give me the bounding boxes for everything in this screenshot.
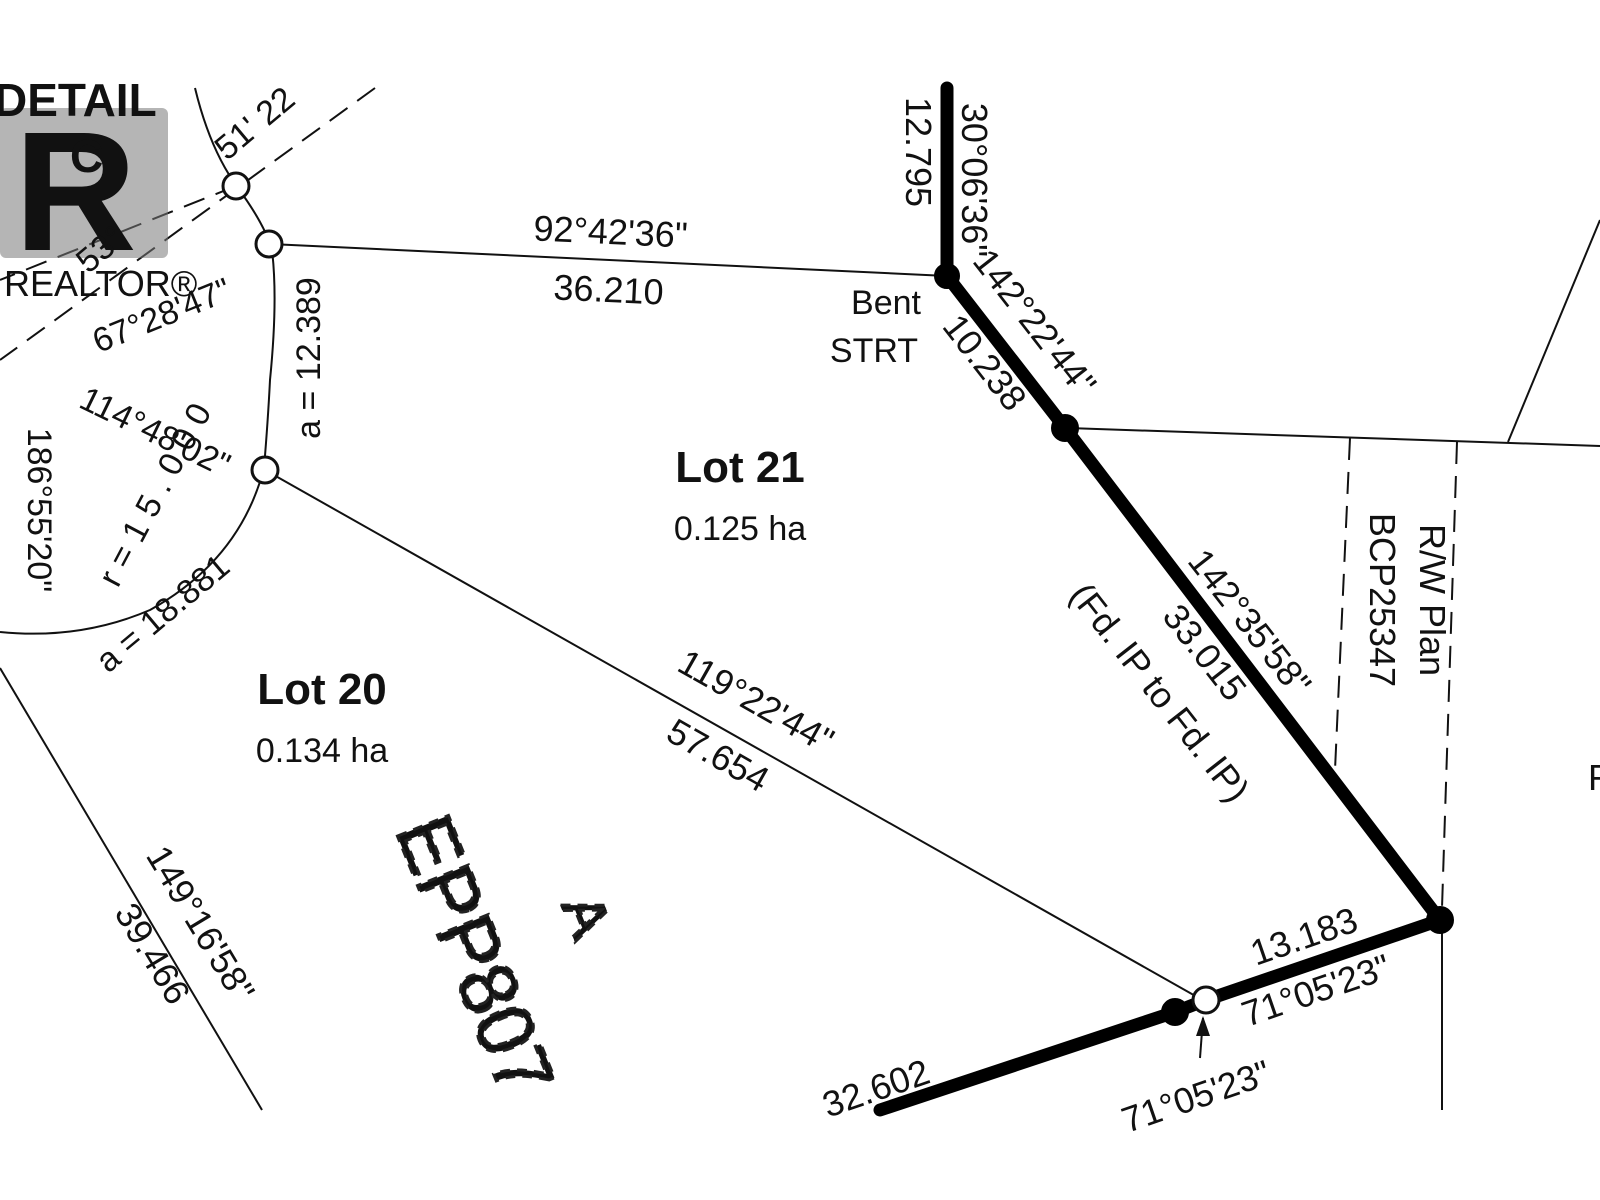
north-distance: 36.210 bbox=[553, 266, 665, 312]
tangent-dashed-line-1 bbox=[0, 87, 376, 361]
top-distance: 12.795 bbox=[898, 97, 939, 207]
right-of-way-dashed-line-2 bbox=[1441, 441, 1458, 909]
lot-21-area: 0.125 ha bbox=[674, 510, 806, 548]
lot-20-area: 0.134 ha bbox=[256, 732, 388, 770]
monument-open-3 bbox=[250, 455, 280, 485]
ghost-plan-letter: A bbox=[548, 885, 625, 947]
monument-label-line1: Bent bbox=[851, 284, 921, 322]
watermark-logo-box bbox=[0, 108, 168, 258]
watermark-logo-letter: R bbox=[14, 97, 137, 287]
pointer-arrowhead bbox=[1196, 1016, 1210, 1036]
monument-open-1 bbox=[221, 171, 251, 201]
adjacent-north-line bbox=[1067, 427, 1600, 447]
detail-label-line1: DETAIL bbox=[0, 74, 157, 126]
lot-division-line bbox=[264, 469, 1207, 1003]
lot-21-name: Lot 21 bbox=[675, 443, 805, 492]
lot-21-north-line bbox=[269, 243, 948, 277]
row-label-line2: BCP25347 bbox=[1362, 513, 1403, 687]
monument-filled-3 bbox=[1426, 906, 1454, 934]
monument-open-2 bbox=[254, 229, 284, 259]
angle-c: 186°55'20" bbox=[20, 428, 58, 593]
monument-filled-4 bbox=[1161, 998, 1189, 1026]
detail-label-line2: C bbox=[70, 130, 103, 182]
edge-letter: F bbox=[1588, 757, 1600, 798]
monument-filled-1 bbox=[934, 263, 960, 289]
ghost-plan-number: EPP807 bbox=[379, 803, 571, 1109]
adjacent-diagonal-line bbox=[1507, 219, 1600, 443]
angle-e: 51' 22 bbox=[208, 80, 303, 168]
north-bearing: 92°42'36" bbox=[533, 207, 689, 255]
monument-open-4 bbox=[1191, 985, 1221, 1015]
monument-label-line2: STRT bbox=[830, 332, 918, 370]
row-label-line1: R/W Plan bbox=[1412, 524, 1453, 676]
road-boundary-thick bbox=[940, 81, 1447, 927]
lot-20-name: Lot 20 bbox=[257, 665, 387, 714]
curve-arc-upper: a = 12.389 bbox=[290, 277, 328, 439]
lot-20-west-line bbox=[0, 667, 263, 1111]
monument-filled-2 bbox=[1051, 414, 1079, 442]
watermark-brand: REALTOR® bbox=[4, 263, 197, 304]
south-boundary-thick bbox=[873, 913, 1447, 1117]
right-of-way-dashed-line-1 bbox=[1334, 437, 1351, 771]
south-bearing-lower: 71°05'23" bbox=[1116, 1052, 1275, 1141]
tangent-dashed-line-2 bbox=[0, 185, 237, 281]
top-bearing: 30°06'36" bbox=[954, 103, 995, 257]
